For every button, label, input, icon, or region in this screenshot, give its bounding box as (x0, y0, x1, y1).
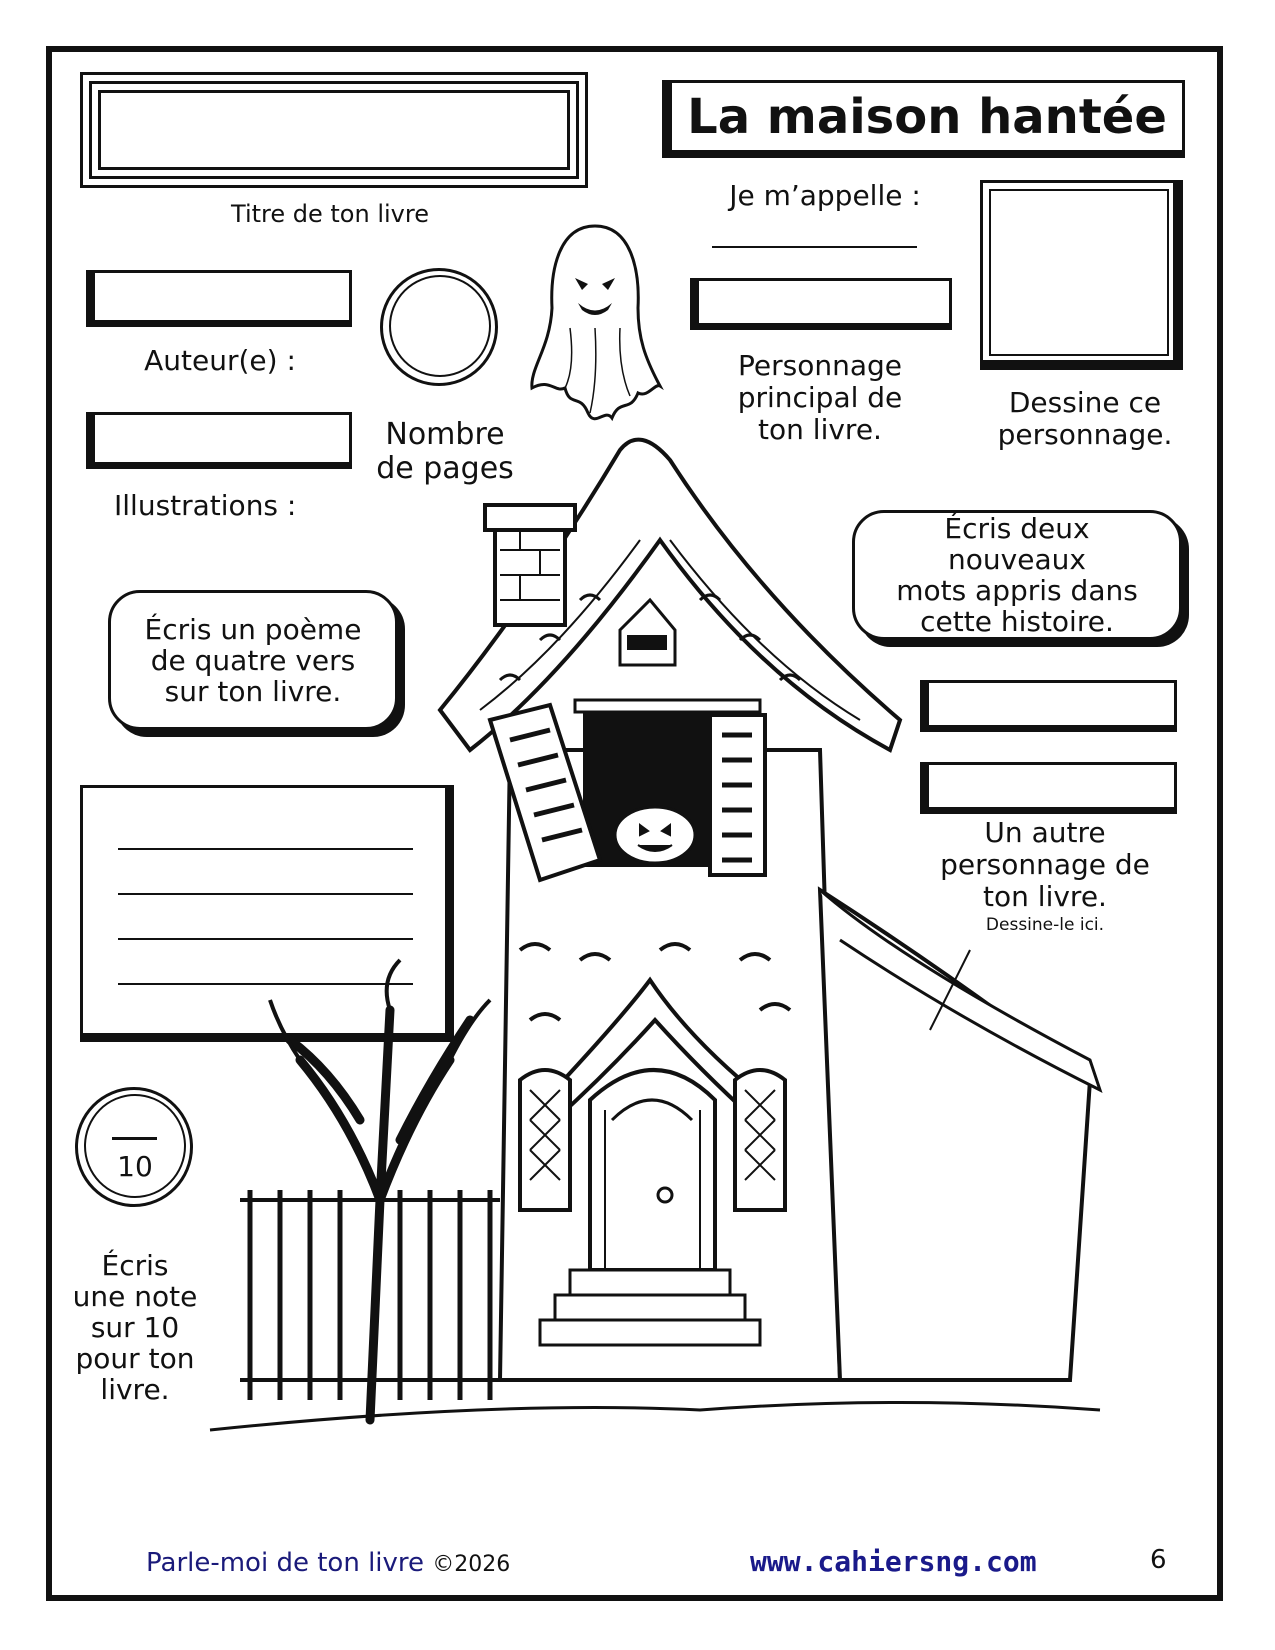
page-count-circle[interactable] (380, 268, 498, 386)
draw-character-label: Dessine ce personnage. (997, 386, 1173, 451)
rating-denominator: 10 (117, 1150, 153, 1183)
haunted-house-illustration (209, 437, 1103, 1432)
main-character-field[interactable] (690, 278, 952, 330)
author-label: Auteur(e) : (144, 344, 296, 377)
author-field[interactable] (86, 270, 352, 327)
page-frame (46, 46, 1223, 1601)
book-title-label: Titre de ton livre (231, 200, 429, 228)
rating-score-line[interactable] (112, 1137, 157, 1140)
poem-bubble: Écris un poème de quatre vers sur ton li… (108, 590, 398, 730)
my-name-line[interactable] (712, 246, 917, 248)
new-words-bubble: Écris deux nouveaux mots appris dans cet… (852, 510, 1182, 640)
rating-instruction: Écris une note sur 10 pour ton livre. (72, 1249, 198, 1406)
page-title: La maison hantée (662, 80, 1185, 158)
poem-box[interactable] (80, 785, 454, 1042)
book-title-field[interactable] (80, 72, 588, 188)
new-word-field-2[interactable] (920, 762, 1177, 814)
draw-character-box[interactable] (980, 180, 1183, 370)
ghost-icon (530, 224, 664, 422)
page-number: 6 (1150, 1545, 1167, 1575)
draw-here-note: Dessine-le ici. (985, 915, 1105, 935)
page-count-label: Nombre de pages (376, 417, 514, 486)
illustrations-field[interactable] (86, 412, 352, 469)
rating-circle[interactable] (75, 1087, 193, 1207)
illustrations-label: Illustrations : (114, 489, 297, 522)
other-character-label: Un autre personnage de ton livre. (940, 816, 1150, 913)
new-word-field-1[interactable] (920, 680, 1177, 732)
my-name-label: Je m’appelle : (729, 179, 921, 212)
footer-website[interactable]: www.cahiersng.com (750, 1545, 1037, 1578)
footer-series: Parle-moi de ton livre ©2026 (146, 1548, 511, 1578)
main-character-label: Personnage principal de ton livre. (737, 349, 903, 446)
